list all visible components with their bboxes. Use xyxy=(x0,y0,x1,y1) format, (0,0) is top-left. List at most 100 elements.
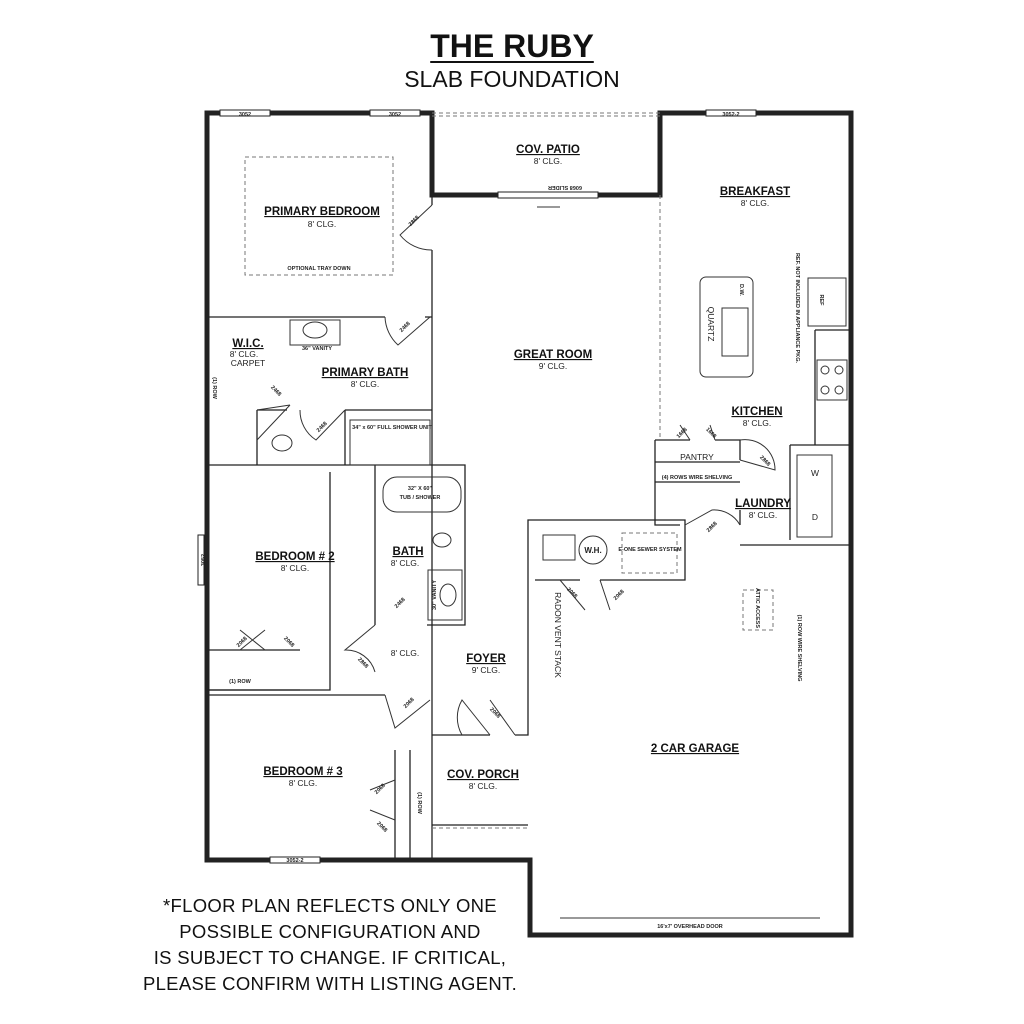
tub-label: TUB / SHOWER xyxy=(400,495,441,501)
room-ceiling: 8' CLG. xyxy=(308,219,337,229)
door-swings xyxy=(239,204,776,821)
room-name: PRIMARY BATH xyxy=(322,367,409,379)
room-ceiling: 8' CLG. xyxy=(391,558,420,568)
door-label: 2068 xyxy=(374,783,387,796)
door-label: 2868 xyxy=(706,521,719,534)
room-ceiling: 8' CLG. xyxy=(391,648,420,658)
washer-label: W xyxy=(811,468,819,478)
garage-shelving-label: (1) ROW WIRE SHELVING xyxy=(796,615,802,682)
door-label: 2468 xyxy=(394,597,407,610)
tub xyxy=(382,476,462,513)
range-icon xyxy=(816,359,848,401)
room-name: PRIMARY BEDROOM xyxy=(264,206,380,218)
sewer-system xyxy=(621,532,678,574)
kitchen-island xyxy=(699,276,754,378)
primary-vanity xyxy=(289,319,341,346)
shower-unit xyxy=(349,419,431,466)
burner-icon xyxy=(820,385,830,395)
tray-label: OPTIONAL TRAY DOWN xyxy=(287,266,350,272)
pantry-shelving-label: (4) ROWS WIRE SHELVING xyxy=(662,475,732,481)
room-name: COV. PORCH xyxy=(447,769,519,781)
door-size-labels: 2868 2468 2468 2468 2468 2868 2068 2068 … xyxy=(236,215,771,834)
room-ceiling: 8' CLG. xyxy=(749,510,778,520)
room-name: W.I.C. xyxy=(232,338,263,350)
room-name: 2 CAR GARAGE xyxy=(651,743,740,755)
room-ceiling: 8' CLG. xyxy=(230,349,259,359)
ref-label: REF xyxy=(818,295,824,307)
attic-label: ATTIC ACCESS xyxy=(754,588,760,628)
hvac-unit xyxy=(542,534,576,561)
room-ceiling: 8' CLG. xyxy=(743,418,772,428)
door-label: 2068 xyxy=(375,821,388,834)
disclaimer-line: IS SUBJECT TO CHANGE. IF CRITICAL, xyxy=(153,947,507,968)
room-name: BEDROOM # 2 xyxy=(255,551,334,563)
room-ceiling: 9' CLG. xyxy=(539,361,568,371)
slider-door xyxy=(497,191,599,199)
room-ceiling: 8' CLG. xyxy=(534,156,563,166)
window-label: 3052 xyxy=(239,112,251,118)
toilet-icon xyxy=(432,532,452,548)
pantry-label: PANTRY xyxy=(680,452,714,462)
tray-ceiling xyxy=(244,156,394,276)
door-label: 2468 xyxy=(269,385,282,398)
refrigerator xyxy=(807,277,847,327)
sink-icon xyxy=(302,321,328,339)
attic-access xyxy=(742,589,774,631)
door-label: 2068 xyxy=(282,636,295,649)
door-label: 2068 xyxy=(565,587,578,600)
door-label: 1668 xyxy=(704,427,717,440)
room-name: FOYER xyxy=(466,653,506,665)
room-name: KITCHEN xyxy=(731,406,782,418)
room-ceiling: 8' CLG. xyxy=(351,379,380,389)
window-label: 3052-2 xyxy=(722,112,739,118)
window-label: 3052 xyxy=(201,554,207,566)
room-ceiling: 9' CLG. xyxy=(472,665,501,675)
exterior-wall xyxy=(204,110,854,938)
room-name: BEDROOM # 3 xyxy=(263,766,342,778)
slider-label: 6068 SLIDER xyxy=(548,184,582,190)
closet-shelf-label: (1) ROW xyxy=(211,377,217,400)
door-label: 2068 xyxy=(403,697,416,710)
sink-icon xyxy=(721,307,749,357)
disclaimer-line: PLEASE CONFIRM WITH LISTING AGENT. xyxy=(142,973,518,994)
burner-icon xyxy=(834,365,844,375)
room-name: BATH xyxy=(392,546,423,558)
vanity-label: 36" VANITY xyxy=(302,346,332,352)
room-name: LAUNDRY xyxy=(735,498,791,510)
door-label: 2068 xyxy=(613,589,626,602)
burner-icon xyxy=(834,385,844,395)
door-label: 2468 xyxy=(399,321,412,334)
plan-subtitle: SLAB FOUNDATION xyxy=(404,66,620,92)
window-label: 3052-2 xyxy=(286,858,303,864)
door-label: 2068 xyxy=(488,707,501,720)
room-ceiling: 8' CLG. xyxy=(281,563,310,573)
washer-dryer xyxy=(796,454,833,538)
plan-title: THE RUBY xyxy=(430,28,594,64)
window xyxy=(705,109,757,117)
door-label: 2068 xyxy=(236,636,249,649)
water-heater-label: W.H. xyxy=(584,546,601,555)
door-label: 1668 xyxy=(676,427,689,440)
window xyxy=(269,856,321,864)
vanity-label: 30" VANITY xyxy=(432,580,438,610)
overhead-door-label: 16'x7' OVERHEAD DOOR xyxy=(657,924,723,930)
dryer-label: D xyxy=(812,512,818,522)
window xyxy=(369,109,421,117)
closet-shelf-label: (1) ROW xyxy=(416,792,422,815)
room-name: COV. PATIO xyxy=(516,144,580,156)
door-label: 2468 xyxy=(316,421,329,434)
room-labels: PRIMARY BEDROOM 8' CLG. COV. PATIO 8' CL… xyxy=(230,144,792,791)
room-ceiling: 8' CLG. xyxy=(289,778,318,788)
disclaimer-line: POSSIBLE CONFIGURATION AND xyxy=(179,921,481,942)
closet-shelf-label: (1) ROW xyxy=(229,679,252,685)
bath-vanity xyxy=(427,569,463,621)
window-label: 3052 xyxy=(389,112,401,118)
ref-note: REF. NOT INCLUDED IN APPLIANCE PKG. xyxy=(794,253,800,364)
tub-size-label: 32" X 60" xyxy=(408,486,433,492)
room-ceiling: 8' CLG. xyxy=(469,781,498,791)
window xyxy=(197,534,205,586)
toilet-icon xyxy=(271,434,293,452)
disclaimer-line: *FLOOR PLAN REFLECTS ONLY ONE xyxy=(163,895,497,916)
sink-icon xyxy=(439,583,457,607)
